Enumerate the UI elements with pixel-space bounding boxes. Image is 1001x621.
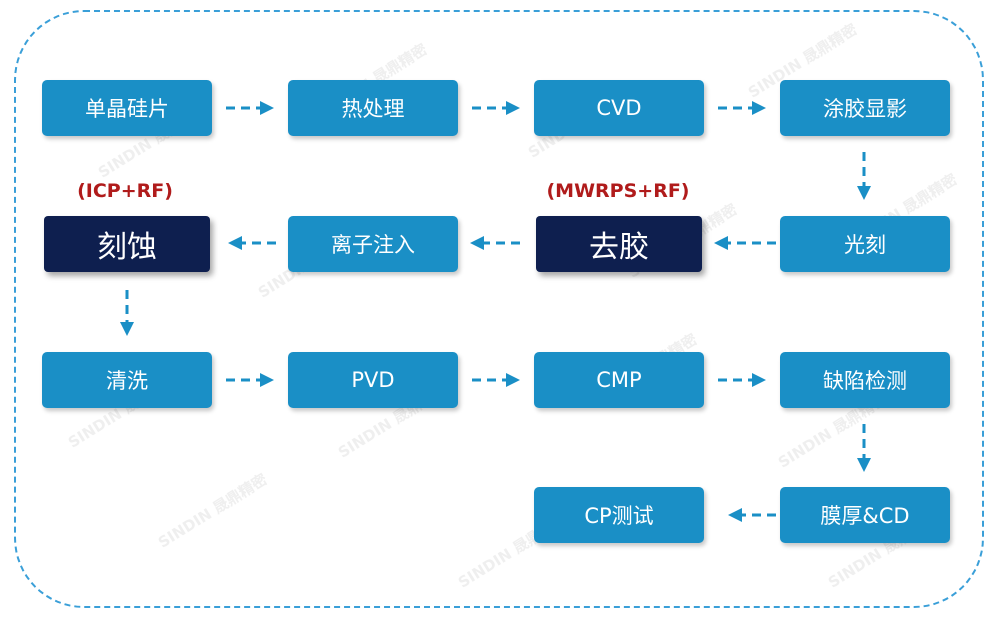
step-etching: 刻蚀	[44, 216, 210, 272]
dashed-frame	[14, 10, 984, 608]
step-coat-develop: 涂胶显影	[780, 80, 950, 136]
step-pvd: PVD	[288, 352, 458, 408]
step-film-thickness-cd: 膜厚&CD	[780, 487, 950, 543]
note-strip-method: (MWRPS+RF)	[546, 180, 690, 202]
step-cmp: CMP	[534, 352, 704, 408]
step-cp-test: CP测试	[534, 487, 704, 543]
step-lithography: 光刻	[780, 216, 950, 272]
step-heat-treatment: 热处理	[288, 80, 458, 136]
step-photoresist-strip: 去胶	[536, 216, 702, 272]
step-cvd: CVD	[534, 80, 704, 136]
step-ion-implant: 离子注入	[288, 216, 458, 272]
note-etch-method: (ICP+RF)	[77, 180, 173, 202]
step-cleaning: 清洗	[42, 352, 212, 408]
step-defect-inspection: 缺陷检测	[780, 352, 950, 408]
step-single-crystal-wafer: 单晶硅片	[42, 80, 212, 136]
